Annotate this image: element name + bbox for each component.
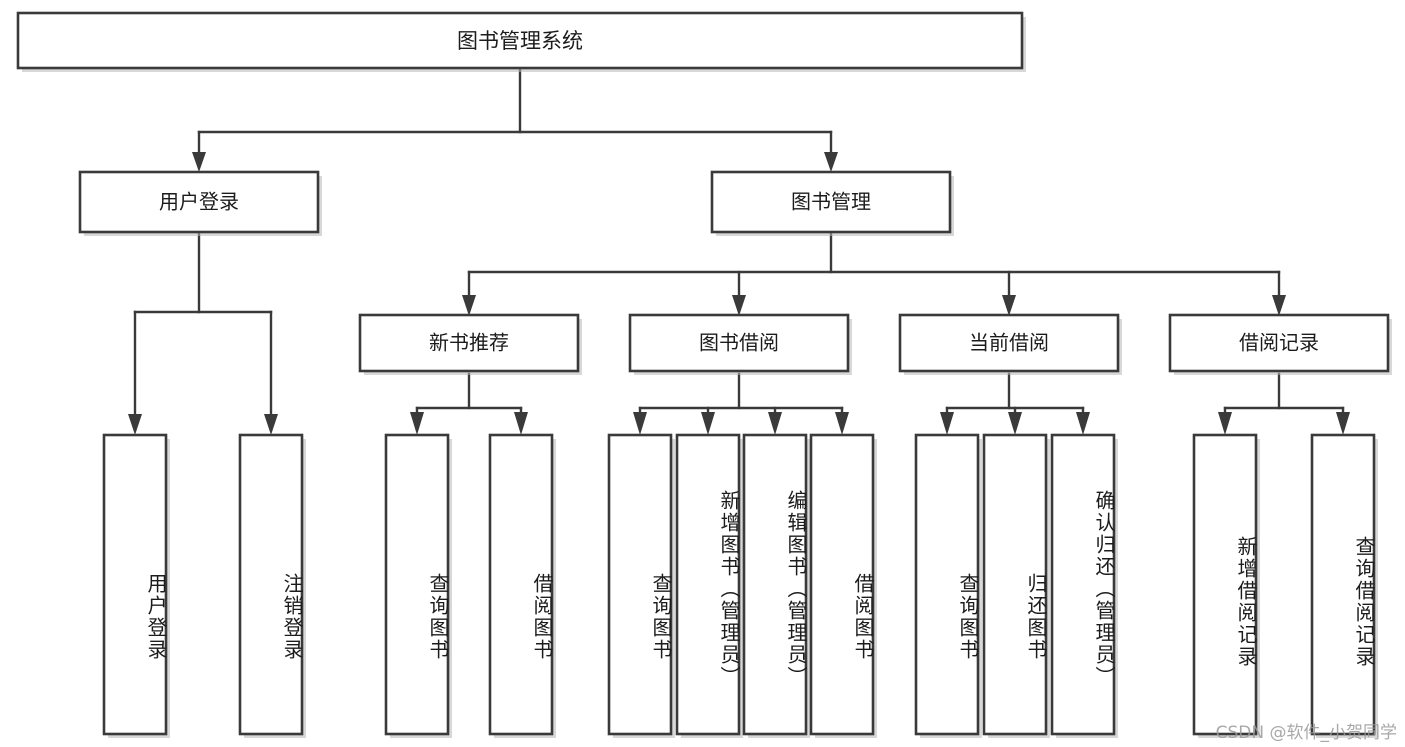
leaf-box-borrow-record-1[interactable] [1192, 433, 1258, 736]
connectors-layer [128, 66, 1350, 435]
leaf-box-book-borrow-3[interactable] [742, 433, 808, 736]
arrow-bb-leaf-4 [835, 412, 849, 435]
leaf-box-book-borrow-4[interactable] [809, 433, 875, 736]
node-current-borrow-box[interactable] [898, 313, 1120, 373]
node-borrow-record-box[interactable] [1168, 313, 1390, 373]
node-user-login-box[interactable] [78, 170, 320, 234]
node-root-box[interactable] [16, 11, 1024, 70]
node-book-manage-label: 图书管理 [791, 190, 871, 214]
arrow-cb-leaf-3 [1076, 412, 1090, 435]
arrow-cb-leaf-2 [1008, 412, 1022, 435]
node-borrow-record-label: 借阅记录 [1239, 331, 1319, 355]
leaf-box-user-login-1[interactable] [102, 433, 168, 736]
arrow-root-to-user-login [192, 152, 206, 172]
leaf-box-new-book-2[interactable] [488, 433, 554, 736]
node-book-borrow-label: 图书借阅 [699, 331, 779, 355]
arrow-br-leaf-1 [1218, 412, 1232, 435]
node-user-login-label: 用户登录 [159, 190, 239, 214]
arrow-bb-leaf-2 [701, 412, 715, 435]
node-new-book-box[interactable] [358, 313, 580, 373]
arrow-root-to-book-manage [824, 152, 838, 172]
arrow-bb-leaf-1 [633, 412, 647, 435]
node-new-book-label: 新书推荐 [429, 331, 509, 355]
leaf-box-current-borrow-1[interactable] [914, 433, 980, 736]
nodes-layer: 图书管理系统 用户登录 图书管理 新书推荐 图书借阅 当前借阅 借阅记录 [16, 11, 1392, 738]
arrow-cb-leaf-1 [940, 412, 954, 435]
node-book-borrow-box[interactable] [628, 313, 850, 373]
leaf-box-user-login-2[interactable] [238, 433, 304, 736]
arrow-bm-book-borrow [732, 295, 746, 316]
node-root-label: 图书管理系统 [457, 29, 583, 53]
arrow-bb-leaf-3 [768, 412, 782, 435]
arrow-user-login-leaf-2 [264, 414, 278, 435]
arrow-user-login-leaf-1 [128, 414, 142, 435]
csdn-watermark: CSDN @软件_小贺同学 [1215, 723, 1397, 743]
arrow-bm-new-book [462, 295, 476, 316]
arrow-br-leaf-2 [1336, 412, 1350, 435]
leaf-box-book-borrow-2[interactable] [675, 433, 741, 736]
arrow-nb-leaf-2 [514, 412, 528, 435]
leaf-box-new-book-1[interactable] [384, 433, 450, 736]
leaf-box-book-borrow-1[interactable] [607, 433, 673, 736]
leaf-box-current-borrow-3[interactable] [1050, 433, 1116, 736]
arrow-nb-leaf-1 [410, 412, 424, 435]
arrow-bm-borrow-record [1272, 295, 1286, 316]
leaf-box-borrow-record-2[interactable] [1310, 433, 1376, 736]
node-book-manage-box[interactable] [710, 170, 952, 234]
arrow-bm-current-borrow [1002, 295, 1016, 316]
leaf-box-current-borrow-2[interactable] [982, 433, 1048, 736]
node-current-borrow-label: 当前借阅 [969, 331, 1049, 355]
